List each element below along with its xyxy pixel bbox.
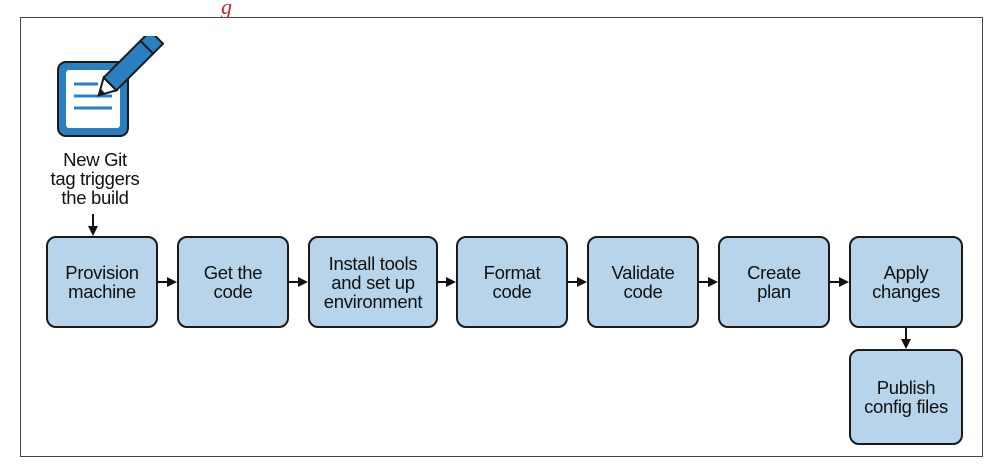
step-label: Apply changes <box>872 262 940 302</box>
document-edit-icon <box>52 29 165 144</box>
step-validate-code: Validate code <box>587 236 699 328</box>
step-label: Provision machine <box>65 262 139 302</box>
figure-caption-fragment: g <box>221 4 232 18</box>
step-label: Validate code <box>611 262 675 302</box>
step-label: Publish config files <box>864 377 948 417</box>
step-install-tools: Install tools and set up environment <box>308 236 438 328</box>
step-create-plan: Create plan <box>718 236 830 328</box>
step-provision-machine: Provision machine <box>46 236 158 328</box>
step-label: Install tools and set up environment <box>323 252 423 312</box>
step-label: Format code <box>483 262 541 302</box>
step-format-code: Format code <box>456 236 568 328</box>
step-label: Create plan <box>747 262 801 302</box>
step-apply-changes: Apply changes <box>849 236 963 328</box>
step-publish-config-files: Publish config files <box>849 349 963 445</box>
step-get-the-code: Get the code <box>177 236 289 328</box>
trigger-label: New Git tag triggers the build <box>50 149 140 208</box>
step-label: Get the code <box>203 262 263 302</box>
